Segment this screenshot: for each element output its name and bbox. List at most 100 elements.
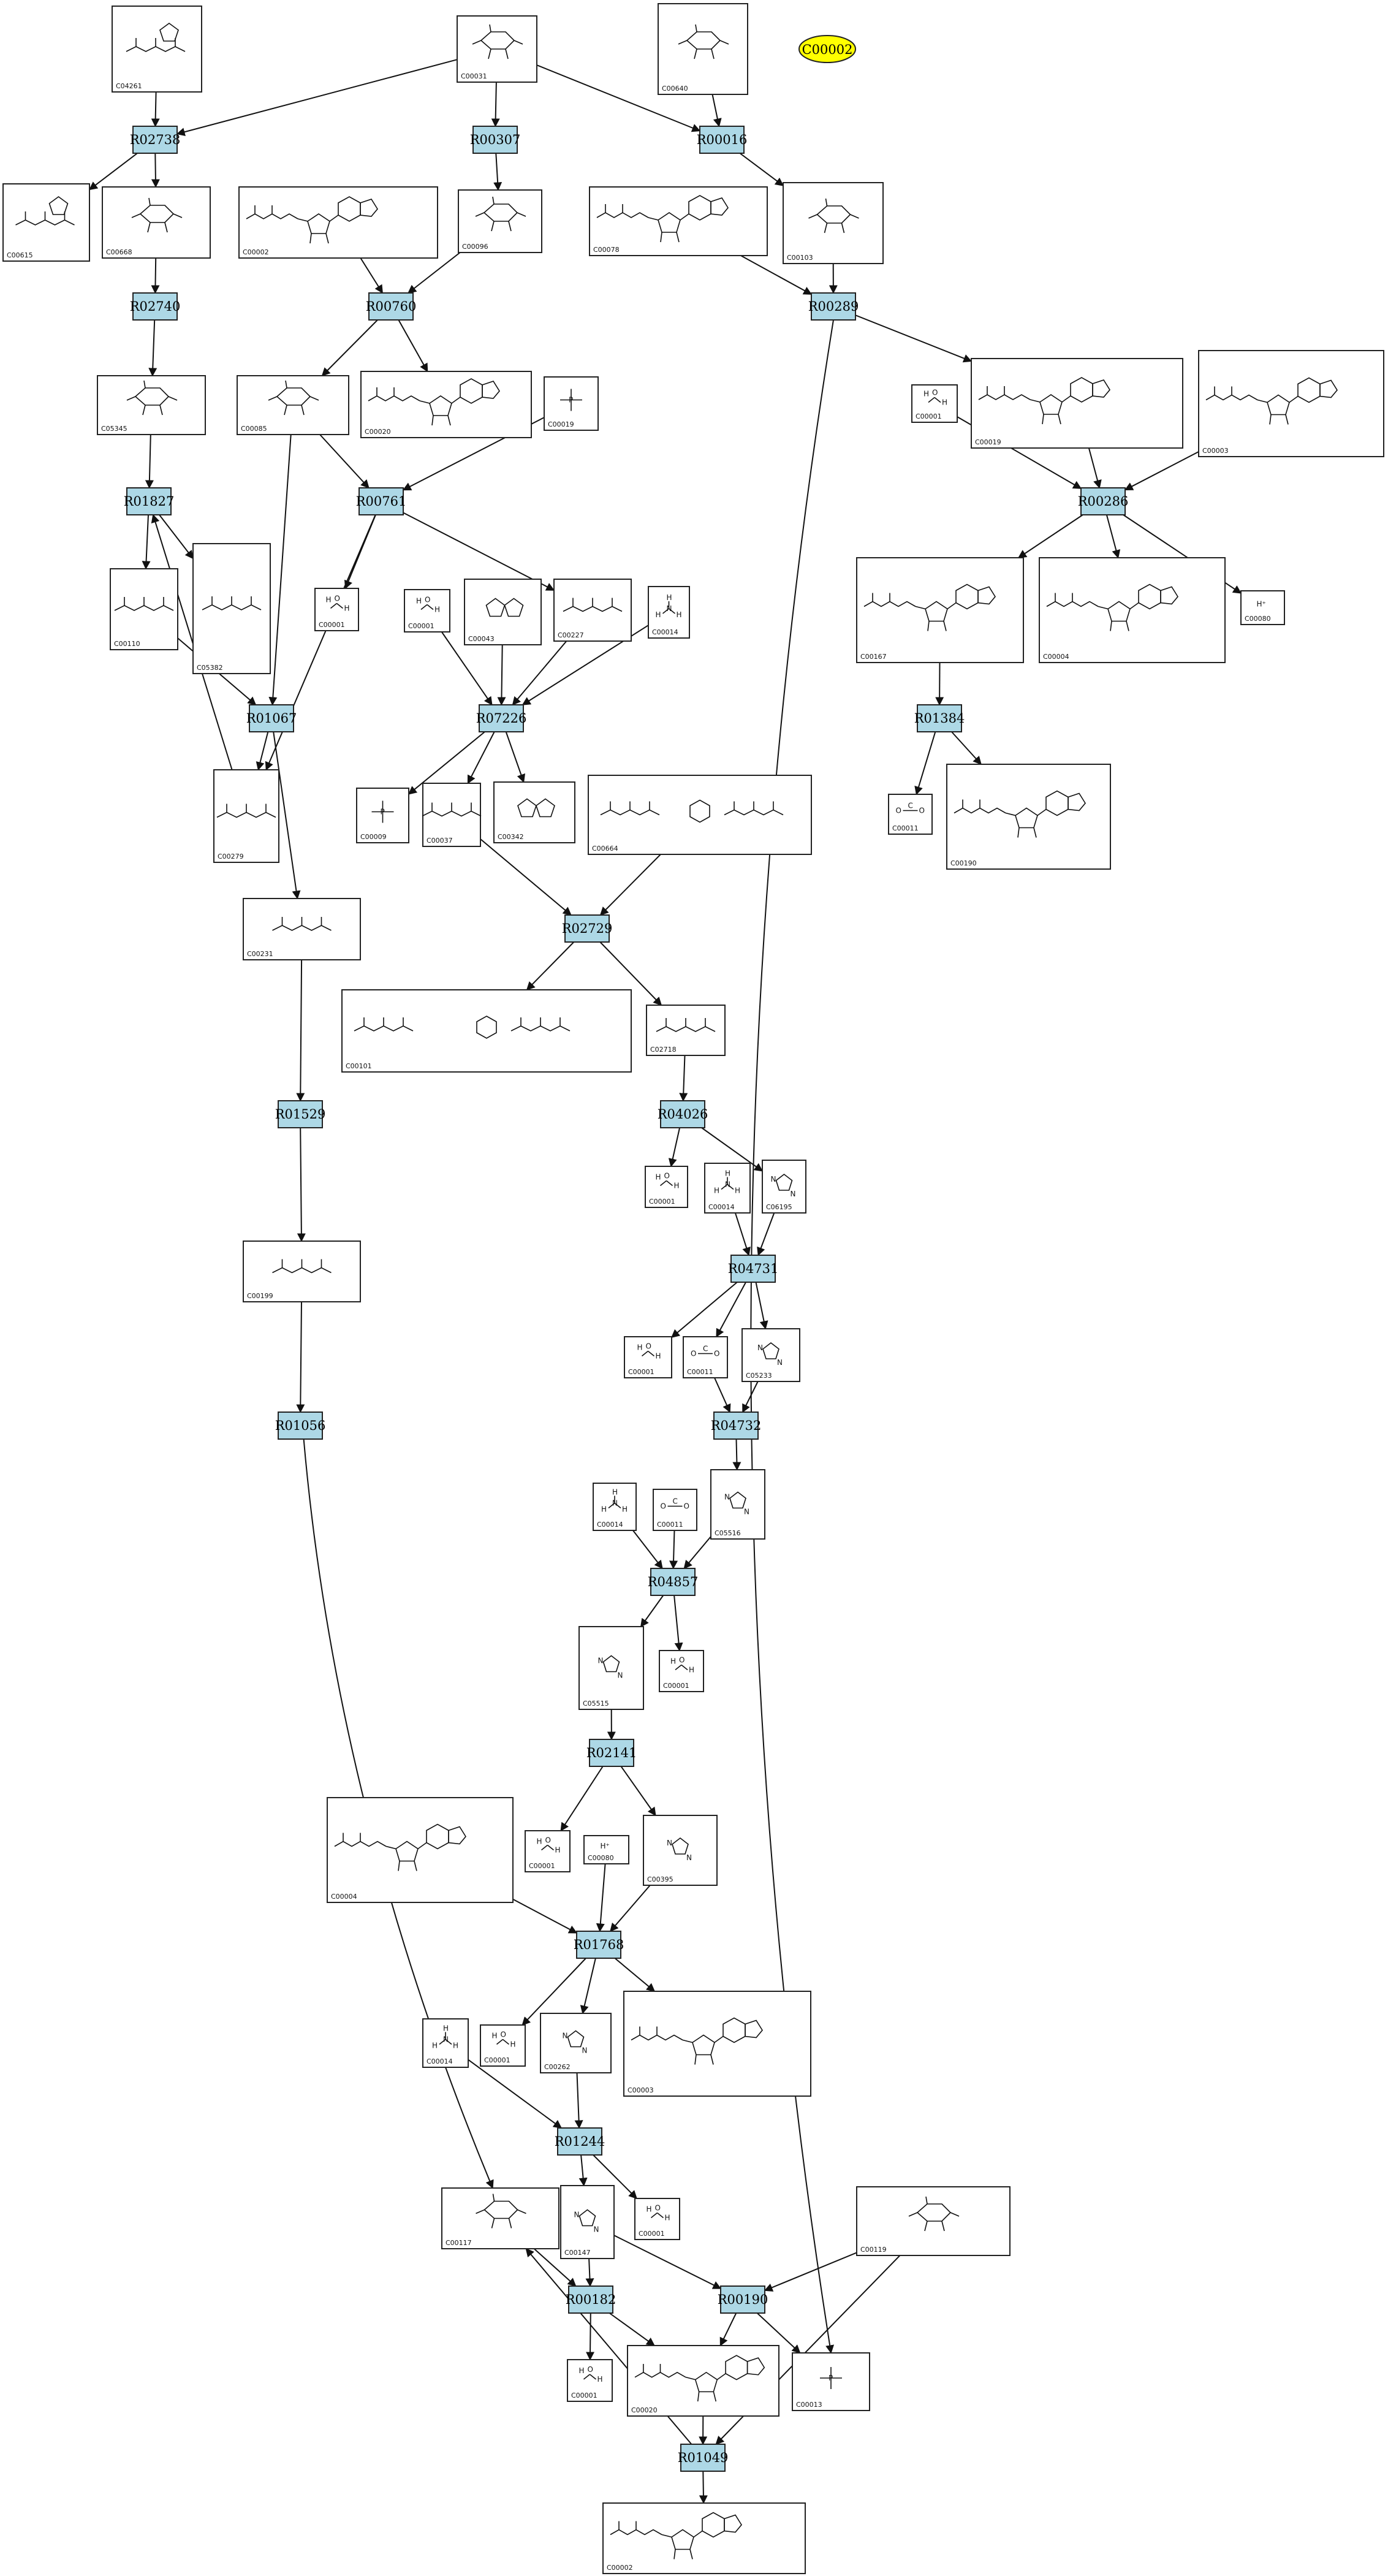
compound-box xyxy=(341,989,632,1073)
compound-node: C00078 xyxy=(589,186,768,256)
reaction-node: R02740 xyxy=(130,292,181,321)
compound-box xyxy=(553,579,632,642)
edge-arrow xyxy=(670,1282,738,1339)
compound-box xyxy=(623,1991,811,2097)
reaction-box xyxy=(576,1931,621,1959)
reaction-id: R00016 xyxy=(697,132,748,147)
compound-node: C00001 xyxy=(624,1336,672,1378)
compound-id: C00615 xyxy=(7,251,33,259)
edge-arrow xyxy=(610,1885,651,1932)
compound-id: C00227 xyxy=(558,631,584,639)
compound-box xyxy=(243,898,361,960)
edge-arrow xyxy=(491,82,500,127)
reaction-box xyxy=(278,1100,323,1128)
structure-drawing: H⁺ xyxy=(601,1842,610,1850)
edge-arrow xyxy=(526,941,575,990)
edge-arrow xyxy=(273,731,301,900)
edge-arrow xyxy=(505,731,526,783)
compound-id: C00011 xyxy=(892,824,919,832)
compound-id: C00664 xyxy=(592,845,618,853)
reaction-box xyxy=(1080,487,1126,515)
compound-node: C00119 xyxy=(856,2186,1011,2256)
compound-id: C00096 xyxy=(462,243,488,251)
edge-arrow xyxy=(480,838,572,916)
compound-box xyxy=(2,183,90,262)
compound-node: C00011 xyxy=(888,794,933,835)
svg-text:H⁺: H⁺ xyxy=(601,1842,610,1850)
reaction-node: R00289 xyxy=(808,292,859,321)
edge-arrow xyxy=(321,319,378,376)
edge-arrow xyxy=(574,2072,583,2129)
reaction-box xyxy=(568,2285,613,2314)
compound-box xyxy=(422,783,481,847)
edge-arrow xyxy=(560,1766,604,1832)
reaction-node: R01827 xyxy=(124,487,174,515)
reaction-box xyxy=(720,2285,765,2314)
edge-arrow xyxy=(88,153,138,191)
compound-box xyxy=(971,358,1183,449)
compound-node: C00011 xyxy=(653,1489,697,1531)
compound-id: C00002 xyxy=(243,248,269,256)
edge-arrow xyxy=(620,1766,656,1817)
compound-node: C05515 xyxy=(578,1626,644,1710)
compound-box xyxy=(360,371,532,438)
compound-node: C00002 xyxy=(602,2502,806,2574)
structure-drawing: H⁺ xyxy=(1257,600,1266,609)
edge-arrow xyxy=(580,1958,596,2015)
edge-arrow xyxy=(1124,451,1199,491)
compound-box xyxy=(238,186,438,259)
edge-arrow xyxy=(673,1595,683,1652)
edge-arrow xyxy=(679,1055,688,1102)
compound-id: C00101 xyxy=(346,1062,372,1070)
edge-arrow xyxy=(493,153,502,191)
reaction-node: R00190 xyxy=(718,2285,768,2314)
reaction-node: R00761 xyxy=(356,487,406,515)
reaction-box xyxy=(811,292,856,321)
compound-box xyxy=(110,568,178,650)
compound-id: C00002 xyxy=(607,2564,633,2572)
reaction-node: R01244 xyxy=(555,2127,605,2156)
compound-box xyxy=(741,1328,800,1382)
compound-id: C00231 xyxy=(247,950,273,958)
compound-id: C00037 xyxy=(427,837,453,845)
reaction-node: R04731 xyxy=(728,1255,778,1283)
compound-node: C00395 xyxy=(643,1815,718,1886)
compound-node: C00110 xyxy=(110,568,178,650)
svg-text:P: P xyxy=(569,396,573,405)
compound-node: C00020 xyxy=(360,371,532,438)
compound-id: C05515 xyxy=(583,1700,609,1708)
compound-node: C00231 xyxy=(243,898,361,960)
compound-id: C05516 xyxy=(715,1529,741,1537)
compound-id: C00119 xyxy=(860,2246,887,2254)
compound-node: C00664 xyxy=(588,775,812,855)
edge-arrow xyxy=(764,2252,857,2292)
compound-box xyxy=(946,764,1111,870)
edge-arrow xyxy=(586,2312,595,2361)
reaction-id: R02738 xyxy=(130,132,181,147)
compound-id: C04261 xyxy=(116,82,142,90)
reaction-node: R04026 xyxy=(658,1100,708,1128)
compound-id: C00279 xyxy=(218,853,244,861)
compound-node: C00117 xyxy=(441,2187,559,2249)
edge-arrow xyxy=(585,2258,594,2287)
reaction-box xyxy=(589,1739,634,1767)
compound-id: C00167 xyxy=(860,653,887,661)
compound-node: C00004 xyxy=(327,1797,514,1903)
compound-id: C00001 xyxy=(649,1198,675,1206)
compound-id: C00014 xyxy=(427,2057,453,2065)
reaction-node: R00760 xyxy=(366,292,416,321)
compound-node: C00262 xyxy=(540,2013,612,2073)
edge-arrow xyxy=(711,94,722,127)
svg-text:P: P xyxy=(829,2374,833,2382)
compound-node: C00615 xyxy=(2,183,90,262)
reaction-box xyxy=(132,292,178,321)
edge-arrow xyxy=(596,1863,606,1932)
edge-arrow xyxy=(148,319,157,377)
reaction-id: R02740 xyxy=(130,299,181,314)
compound-node: C00043 xyxy=(464,579,542,645)
reaction-id: R02729 xyxy=(562,921,613,936)
compound-node: C00096 xyxy=(458,189,542,253)
edge-arrow xyxy=(1017,514,1083,558)
